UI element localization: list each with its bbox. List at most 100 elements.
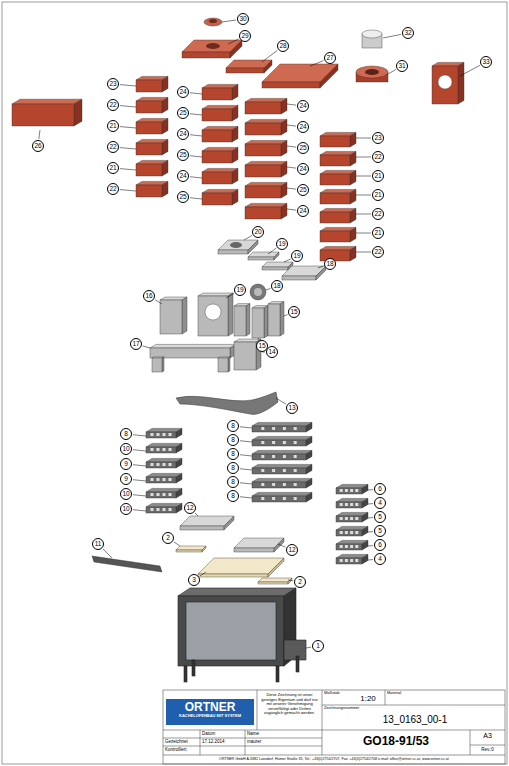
callout-number: 16 bbox=[143, 290, 155, 302]
title-block-text: Maßstab bbox=[324, 691, 354, 696]
part-shape bbox=[281, 161, 287, 177]
part-shape bbox=[202, 130, 232, 142]
leader-line bbox=[388, 69, 396, 74]
stove-parts bbox=[12, 18, 464, 682]
panel-16 bbox=[160, 297, 187, 334]
part-shape bbox=[245, 182, 287, 186]
part-shape bbox=[362, 526, 368, 536]
part-shape bbox=[336, 530, 362, 536]
leader-line bbox=[133, 480, 146, 481]
part-shape bbox=[12, 104, 74, 126]
part-shape bbox=[340, 559, 343, 562]
part-shape bbox=[362, 512, 368, 522]
part-shape bbox=[258, 582, 288, 584]
brick bbox=[202, 84, 238, 100]
callout-number: 17 bbox=[130, 338, 142, 350]
callout-number: 26 bbox=[32, 140, 44, 152]
brick bbox=[320, 189, 356, 204]
part-shape bbox=[432, 66, 458, 104]
leader-line bbox=[276, 398, 286, 404]
brick bbox=[245, 98, 287, 114]
leader-line bbox=[103, 549, 112, 558]
piece-17 bbox=[150, 344, 236, 358]
part-shape bbox=[350, 517, 353, 520]
strip-2 bbox=[176, 546, 206, 552]
callout-number: 22 bbox=[107, 183, 119, 195]
part-shape bbox=[283, 441, 286, 444]
part-shape bbox=[340, 545, 343, 548]
part-shape bbox=[163, 448, 166, 451]
callout-number: 24 bbox=[177, 128, 189, 140]
brick bbox=[136, 139, 168, 155]
leader-line bbox=[284, 315, 288, 316]
callout-number: 32 bbox=[402, 27, 414, 39]
callout-number: 24 bbox=[297, 163, 309, 175]
part-shape bbox=[178, 588, 296, 596]
panel-15 bbox=[268, 302, 284, 336]
part-shape bbox=[163, 463, 166, 466]
leader-line bbox=[356, 233, 371, 234]
part-shape bbox=[340, 531, 343, 534]
part-shape bbox=[162, 97, 168, 113]
part-shape bbox=[252, 440, 306, 446]
part-shape bbox=[340, 489, 343, 492]
part-shape bbox=[345, 559, 348, 562]
part-shape bbox=[146, 447, 176, 453]
grate-bar bbox=[336, 498, 368, 508]
bar-19 bbox=[248, 252, 279, 260]
leader-line bbox=[133, 465, 146, 466]
part-shape bbox=[136, 164, 162, 176]
leader-line bbox=[368, 517, 373, 518]
part-shape bbox=[198, 574, 268, 577]
part-shape bbox=[136, 185, 162, 197]
part-shape bbox=[350, 489, 353, 492]
leader-line bbox=[195, 513, 198, 516]
callout-number: 14 bbox=[266, 346, 278, 358]
callout-number: 6 bbox=[374, 539, 386, 551]
part-shape bbox=[176, 546, 206, 550]
callout-number: 22 bbox=[372, 208, 384, 220]
leader-line bbox=[287, 104, 296, 105]
grate-bar bbox=[146, 458, 182, 468]
ring-hole bbox=[365, 69, 379, 75]
grate-bar bbox=[336, 484, 368, 494]
leader-line bbox=[383, 34, 401, 38]
part-shape bbox=[232, 84, 238, 100]
callout-number: 8 bbox=[227, 476, 239, 488]
part-shape bbox=[245, 102, 281, 114]
part-shape bbox=[350, 189, 356, 204]
callout-number: 27 bbox=[324, 52, 336, 64]
part-shape bbox=[320, 136, 350, 147]
leader-line bbox=[174, 542, 180, 546]
part-shape bbox=[146, 432, 176, 438]
part-shape bbox=[248, 252, 279, 257]
disc-18 bbox=[250, 284, 266, 300]
part-shape bbox=[163, 478, 166, 481]
part-shape bbox=[245, 119, 287, 123]
leader-line bbox=[133, 495, 146, 496]
part-shape bbox=[306, 464, 312, 474]
part-shape bbox=[186, 602, 276, 660]
leader-line bbox=[356, 252, 371, 253]
part-shape bbox=[146, 507, 176, 513]
part-shape bbox=[362, 540, 368, 550]
part-shape bbox=[246, 304, 250, 336]
leader-line bbox=[244, 235, 252, 240]
part-shape bbox=[245, 123, 281, 135]
callout-number: 8 bbox=[227, 420, 239, 432]
leader-line bbox=[284, 259, 291, 262]
part-shape bbox=[176, 443, 182, 453]
part-shape bbox=[262, 267, 288, 270]
long-plate-26 bbox=[12, 99, 82, 126]
brick bbox=[136, 118, 168, 134]
part-shape bbox=[252, 496, 306, 502]
part-shape bbox=[306, 450, 312, 460]
part-shape bbox=[157, 508, 160, 511]
leader-line bbox=[356, 195, 371, 196]
brick bbox=[245, 182, 287, 198]
part-shape bbox=[234, 306, 246, 336]
callout-number: 21 bbox=[107, 162, 119, 174]
leader-line bbox=[268, 248, 276, 254]
leader-line bbox=[278, 544, 286, 547]
part-shape bbox=[320, 64, 338, 88]
